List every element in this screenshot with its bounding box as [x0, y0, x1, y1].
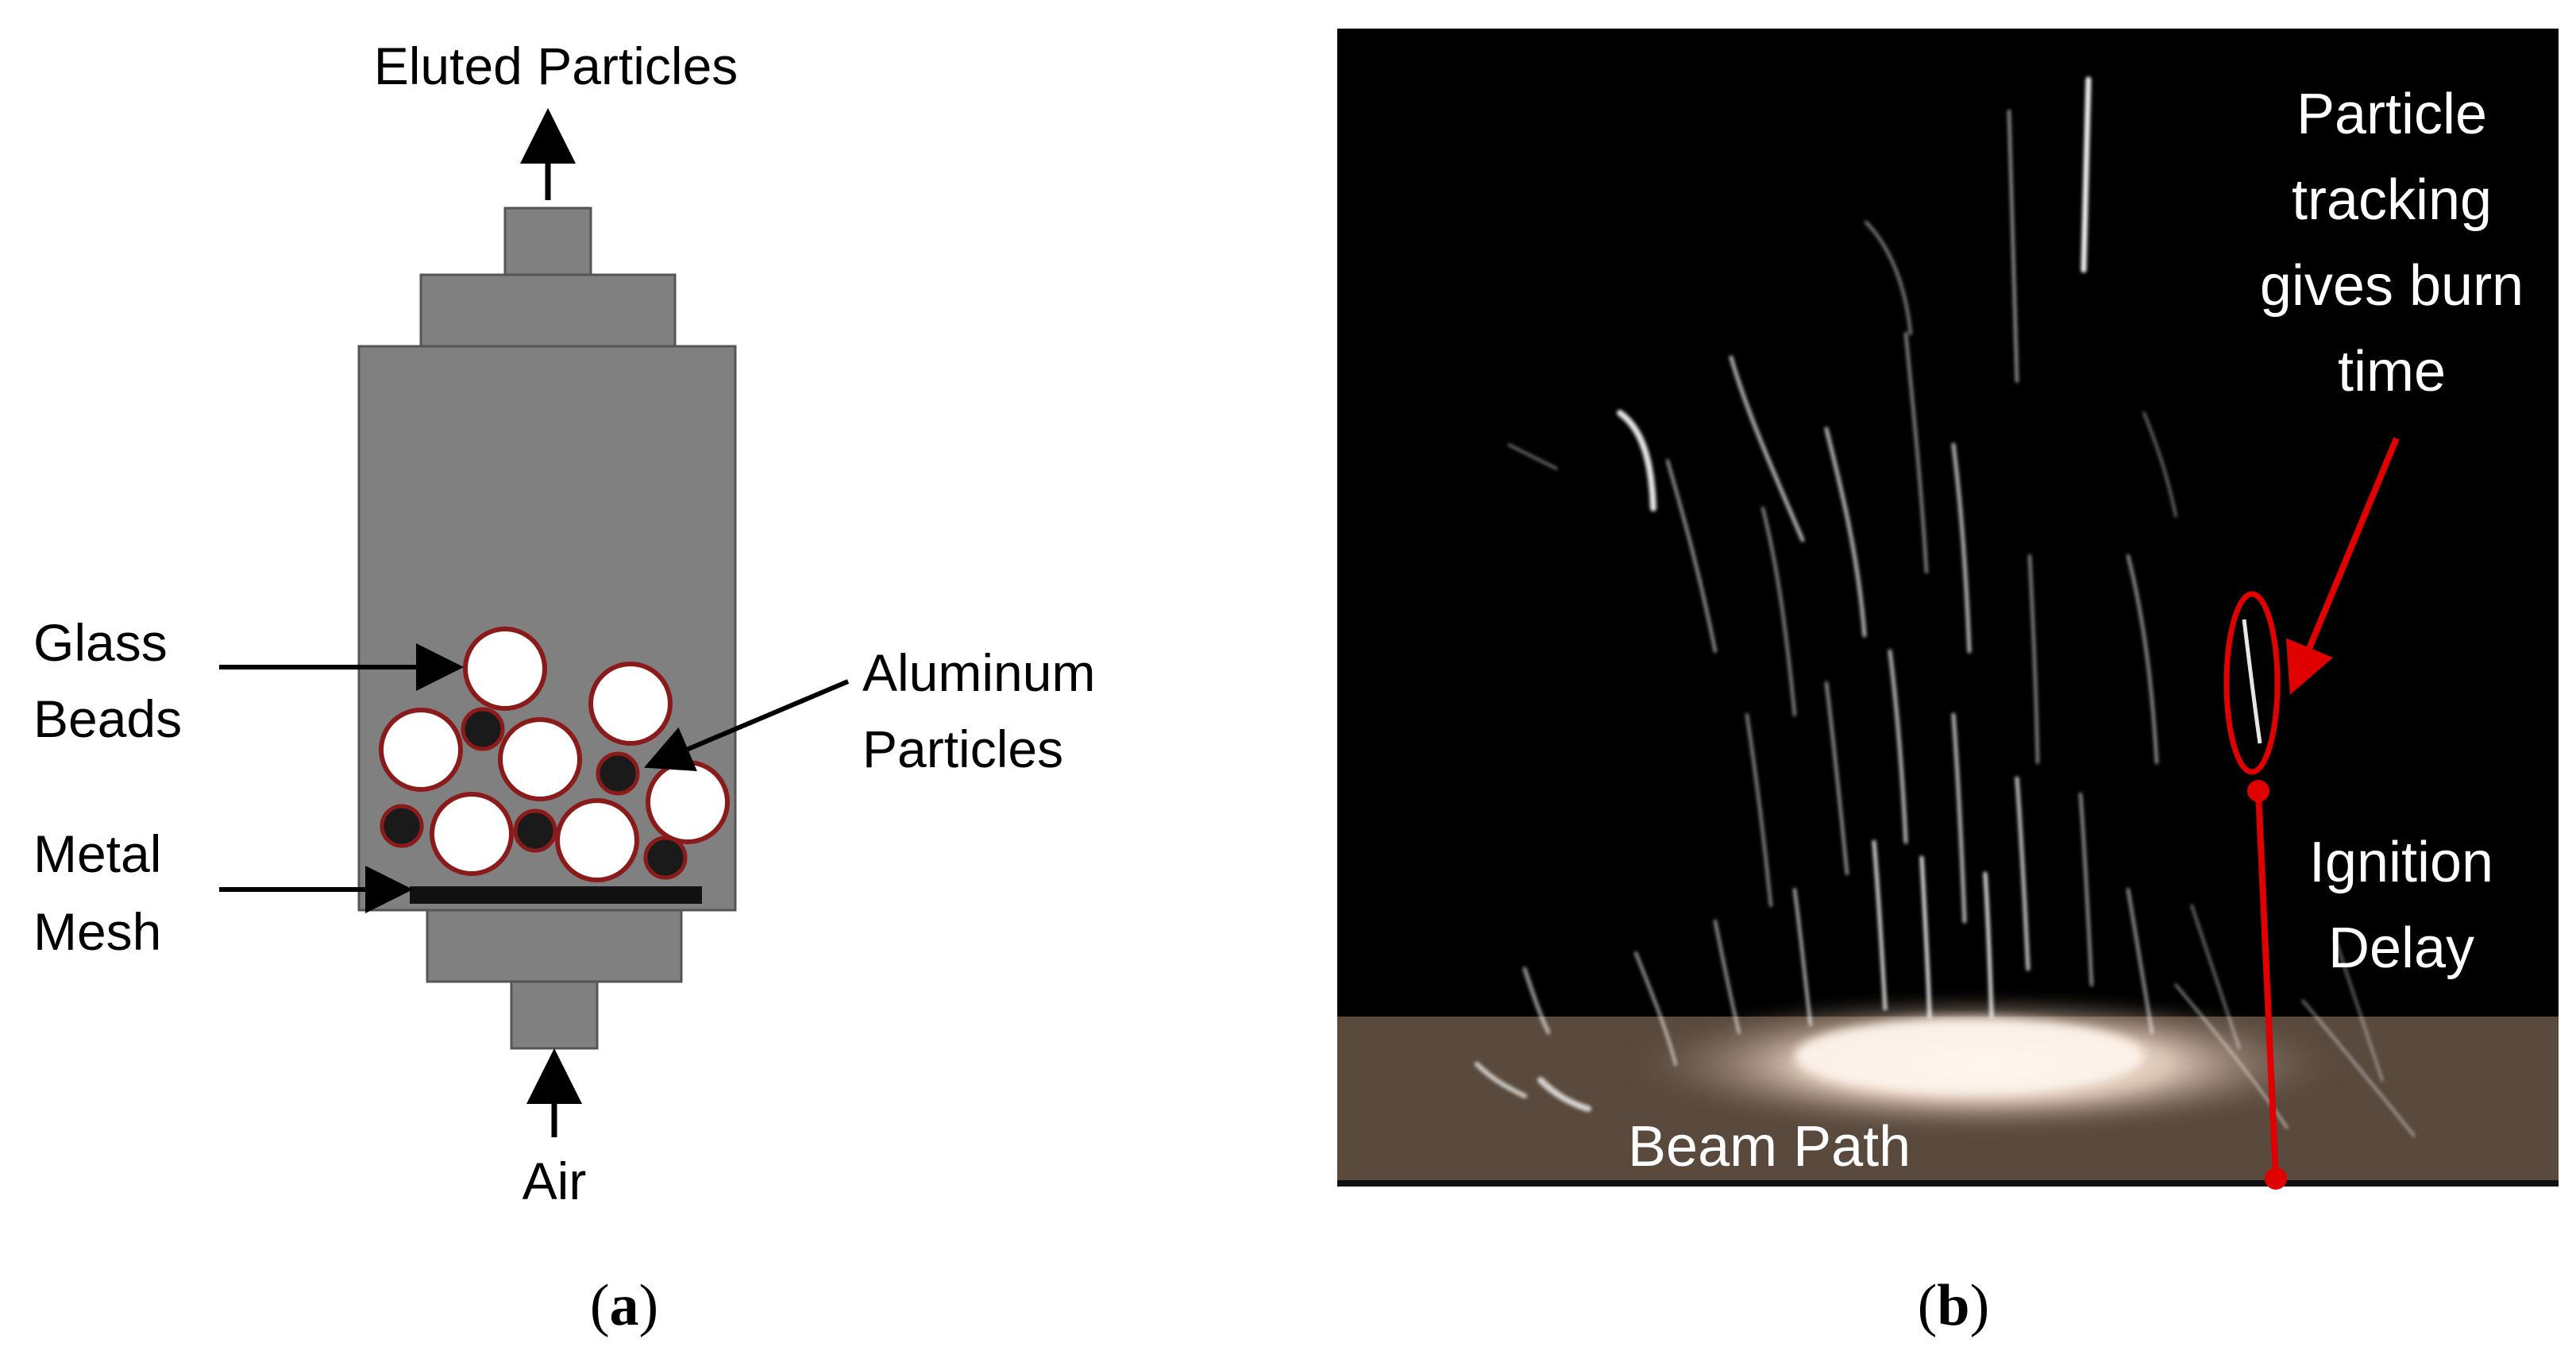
streak — [1919, 855, 1932, 1019]
streak — [2142, 411, 2177, 518]
tracked-particle — [2242, 619, 2262, 744]
tracked-particle-ellipse — [2223, 591, 2281, 775]
ignition-label-line1: Ignition — [2309, 831, 2493, 894]
streak — [1983, 871, 1994, 1019]
streak — [1865, 221, 1912, 335]
aluminum-particle — [461, 707, 505, 751]
caption-a: (a) — [590, 1273, 658, 1338]
photo-background — [1337, 29, 2559, 1185]
streak — [1904, 332, 1928, 573]
top-nozzle — [503, 206, 592, 276]
streak — [1634, 951, 1677, 1066]
beam-path-label: Beam Path — [1628, 1115, 1911, 1179]
ignition-delay-bottom-dot — [2265, 1167, 2287, 1190]
glass-bead — [555, 798, 639, 882]
streak — [2333, 936, 2384, 1082]
annotation-line1: Particle — [2296, 83, 2487, 146]
ignition-delay-top-dot — [2247, 780, 2269, 802]
streak — [1825, 681, 1849, 875]
annotation-line3: gives burn — [2260, 254, 2524, 318]
annotation-line2: tracking — [2292, 168, 2492, 232]
streak — [1824, 426, 1867, 638]
glass-bead — [430, 792, 514, 876]
streak — [2080, 76, 2092, 273]
streak — [2301, 999, 2416, 1137]
aluminum-arrow — [643, 679, 850, 771]
streak — [1888, 649, 1908, 844]
aluminum-label-line2: Particles — [862, 720, 1063, 778]
streak — [1522, 967, 1551, 1035]
streak — [1951, 442, 1972, 654]
streak — [1872, 839, 1888, 1011]
streak — [1666, 459, 1717, 653]
aluminum-particle — [513, 808, 557, 853]
bottom-nozzle — [510, 980, 599, 1050]
aluminum-label-line1: Aluminum — [862, 643, 1095, 702]
streak — [1793, 888, 1812, 1026]
streak — [2190, 904, 2241, 1050]
burn-time-arrow — [2285, 437, 2400, 695]
streak — [1761, 507, 1796, 716]
metal-mesh-label-line2: Mesh — [33, 902, 161, 961]
particle-streaks — [1475, 76, 2416, 1137]
glass-beads-label-line1: Glass — [33, 613, 168, 672]
streak — [1537, 1077, 1591, 1112]
streak — [2079, 793, 2093, 986]
streak — [2015, 776, 2030, 971]
aluminum-particles — [380, 707, 688, 880]
glass-beads — [379, 627, 730, 882]
glass-bead — [498, 717, 582, 801]
streak — [1729, 355, 1805, 542]
streak — [1507, 443, 1558, 470]
bottom-cap — [426, 909, 683, 983]
annotation-line4: time — [2338, 340, 2446, 403]
streak — [2028, 554, 2039, 764]
glass-bead — [379, 708, 463, 792]
aluminum-particle — [643, 835, 688, 880]
eluted-particles-label: Eluted Particles — [374, 37, 738, 95]
top-cap — [419, 273, 677, 348]
ignition-delay-line — [2255, 790, 2279, 1179]
glass-beads-label-line2: Beads — [33, 689, 182, 748]
glass-bead — [463, 627, 547, 711]
streak — [1475, 1062, 1527, 1098]
aluminum-particle — [380, 804, 424, 848]
aluminum-particle — [596, 751, 640, 796]
streak — [2127, 554, 2158, 764]
streak — [1714, 920, 1741, 1034]
streak — [1951, 712, 1967, 924]
streak — [1745, 713, 1772, 907]
caption-b: (b) — [1918, 1273, 1989, 1338]
glass-bead — [588, 662, 673, 746]
streak — [2007, 110, 2019, 383]
metal-mesh — [410, 886, 702, 904]
glass-bead — [646, 760, 730, 844]
air-label: Air — [523, 1152, 587, 1210]
streak — [2127, 888, 2154, 1034]
ignition-glow-core — [1795, 1018, 2144, 1094]
ignition-label-line2: Delay — [2328, 916, 2474, 980]
beam-path-baseline — [1337, 1180, 2559, 1187]
metal-mesh-label-line1: Metal — [33, 824, 161, 883]
streak — [1617, 410, 1656, 511]
panel-a: Eluted Particles — [33, 37, 1095, 1338]
panel-b: Particle tracking gives burn time Igniti… — [1337, 29, 2559, 1338]
